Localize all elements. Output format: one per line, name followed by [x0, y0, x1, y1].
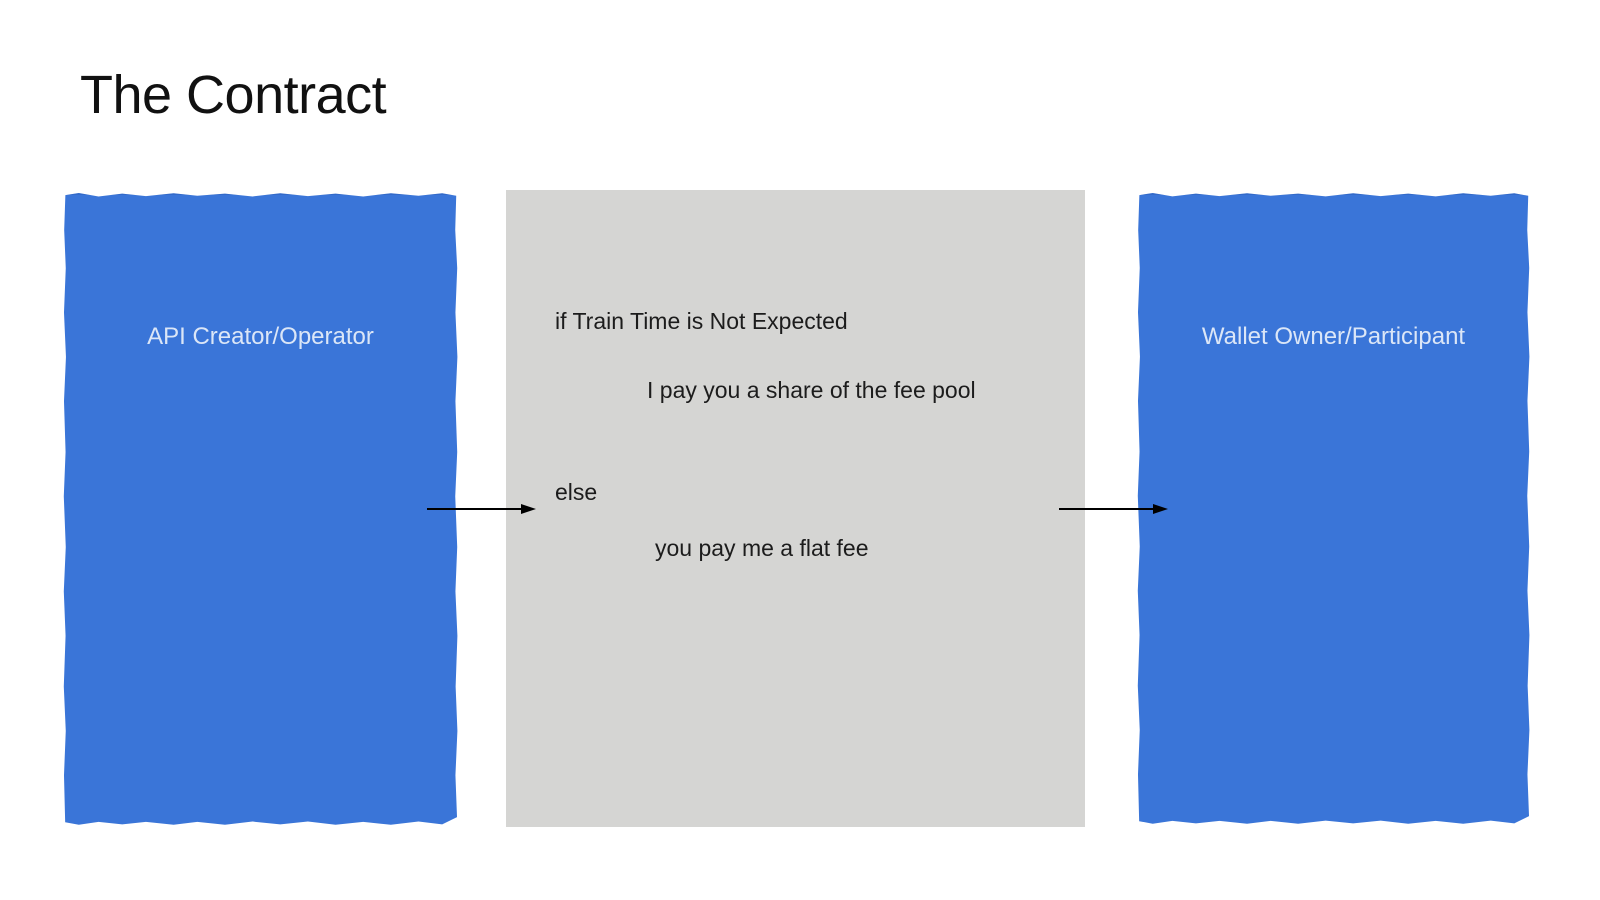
- contract-then-line: I pay you a share of the fee pool: [647, 377, 976, 403]
- contract-condition-line: if Train Time is Not Expected: [555, 308, 848, 334]
- contract-else-result-line: you pay me a flat fee: [655, 535, 869, 561]
- actor-box-label: API Creator/Operator: [147, 323, 374, 350]
- contract-box: if Train Time is Not Expected I pay you …: [506, 190, 1085, 827]
- arrow-creator-to-contract-icon: [427, 504, 536, 514]
- actor-box-label: Wallet Owner/Participant: [1201, 323, 1466, 350]
- arrow-contract-to-wallet-icon: [1059, 504, 1168, 514]
- actor-box-api-creator: API Creator/Operator: [63, 192, 458, 825]
- contract-else-line: else: [555, 479, 598, 505]
- actor-box-wallet-owner: Wallet Owner/Participant: [1137, 192, 1530, 824]
- slide-title: The Contract: [80, 65, 387, 125]
